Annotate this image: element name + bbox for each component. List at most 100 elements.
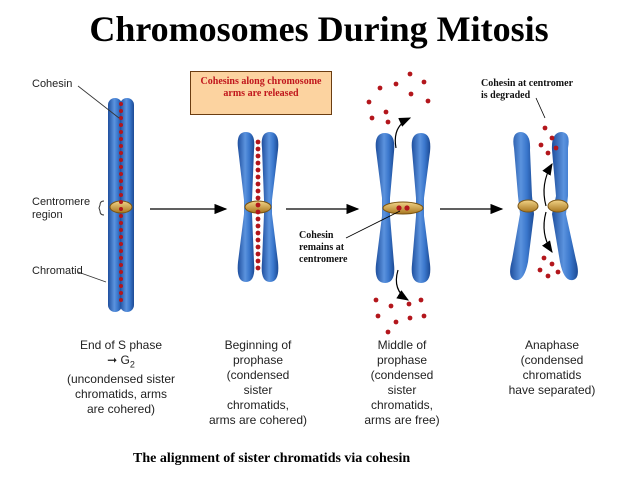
chromosome-anaphase bbox=[510, 132, 578, 281]
chromosome-mid-prophase bbox=[375, 133, 431, 283]
stage-line: prophase bbox=[232, 353, 284, 367]
cohesin-dot bbox=[119, 200, 123, 204]
stage-line: Beginning of bbox=[224, 338, 292, 352]
chromatid-leader bbox=[77, 271, 107, 283]
stage-line: chromatids, bbox=[226, 398, 290, 412]
stage-line: Middle of bbox=[377, 338, 427, 352]
cohesin-dot bbox=[255, 237, 261, 243]
cohesin-label: Cohesin bbox=[32, 78, 73, 90]
cohesin-dot bbox=[393, 81, 399, 87]
stage-label-mid-prophase: Middle of prophase (condensed sister chr… bbox=[342, 338, 462, 428]
stage-line: are cohered) bbox=[86, 402, 156, 417]
cohesin-dot bbox=[255, 167, 261, 173]
cohesin-dot bbox=[255, 139, 261, 145]
cohesin-dot bbox=[393, 319, 399, 325]
cohesin-dot bbox=[385, 329, 391, 335]
figure-caption: The alignment of sister chromatids via c… bbox=[133, 451, 411, 466]
stage-line: sister bbox=[387, 383, 417, 397]
cohesin-dot bbox=[255, 265, 261, 271]
centromere-label-line2: region bbox=[32, 209, 63, 221]
cohesin-dot bbox=[119, 256, 123, 260]
cohesin-dot bbox=[119, 193, 123, 197]
cohesin-dot bbox=[255, 195, 261, 201]
cohesin-dot bbox=[119, 165, 123, 169]
stage-line: arms are cohered) bbox=[208, 413, 308, 427]
stage-line: chromatids bbox=[522, 368, 582, 382]
cohesin-dot bbox=[369, 115, 375, 121]
cohesin-dot bbox=[407, 71, 413, 77]
cohesin-dot bbox=[421, 79, 427, 85]
cohesin-dot bbox=[119, 102, 123, 106]
stage-label-early-prophase: Beginning of prophase (condensed sister … bbox=[196, 338, 320, 428]
cohesin-dot bbox=[119, 137, 123, 141]
cohesin-dot bbox=[396, 205, 402, 211]
cohesin-dot bbox=[119, 130, 123, 134]
cohesin-dot bbox=[542, 125, 548, 131]
centromere-right bbox=[547, 199, 569, 213]
cohesin-dot bbox=[119, 186, 123, 190]
cohesin-dot bbox=[255, 230, 261, 236]
cohesin-dot bbox=[255, 244, 261, 250]
page-title: Chromosomes During Mitosis bbox=[89, 9, 549, 49]
cohesin-dot bbox=[119, 242, 123, 246]
cohesin-dot bbox=[255, 146, 261, 152]
cohesin-dot bbox=[541, 255, 547, 261]
cohesin-dot bbox=[553, 145, 559, 151]
remains-line3: centromere bbox=[299, 254, 348, 265]
cohesin-dot bbox=[255, 223, 261, 229]
cohesin-dot bbox=[421, 313, 427, 319]
centromer-degraded-line1: Cohesin at centromer bbox=[481, 78, 574, 89]
stage-line-g2: ➞ G2 bbox=[107, 353, 135, 370]
centromer-degraded-line2: is degraded bbox=[481, 90, 531, 101]
cohesin-dot bbox=[538, 142, 544, 148]
g2-arrow-icon: ➞ bbox=[107, 353, 121, 367]
cohesin-dot bbox=[119, 109, 123, 113]
centromer-degraded-leader bbox=[535, 97, 546, 119]
cohesin-leader bbox=[77, 85, 120, 119]
cohesin-dot bbox=[383, 109, 389, 115]
stage-line: arms are free) bbox=[364, 413, 440, 427]
arms-released-line2: arms are released bbox=[223, 88, 299, 99]
stage-line: (condensed bbox=[370, 368, 434, 382]
cohesin-dot bbox=[408, 91, 414, 97]
cohesin-dot bbox=[119, 249, 123, 253]
cohesin-dot bbox=[119, 179, 123, 183]
cohesin-dots-early-prophase bbox=[255, 139, 261, 271]
cohesin-dot bbox=[119, 291, 123, 295]
remains-line2: remains at bbox=[299, 242, 345, 253]
cohesin-dots-mid-prophase bbox=[396, 205, 410, 211]
chromatid-label: Chromatid bbox=[32, 265, 83, 277]
cohesin-dot bbox=[119, 214, 123, 218]
stage-line: Anaphase bbox=[524, 338, 580, 352]
cohesin-dot bbox=[119, 277, 123, 281]
released-cohesin-dots bbox=[366, 71, 561, 335]
remains-line1: Cohesin bbox=[299, 230, 334, 241]
cohesin-dot bbox=[119, 144, 123, 148]
remains-leader bbox=[345, 210, 401, 239]
cohesin-dot bbox=[119, 207, 123, 211]
cohesin-dot bbox=[255, 174, 261, 180]
cohesin-dot bbox=[119, 123, 123, 127]
cohesin-dot bbox=[549, 261, 555, 267]
cohesin-dot bbox=[119, 151, 123, 155]
cohesin-dot bbox=[377, 85, 383, 91]
cohesin-dot bbox=[385, 119, 391, 125]
cohesin-dot bbox=[404, 205, 410, 211]
cohesin-dot bbox=[119, 116, 123, 120]
arms-released-line1: Cohesins along chromosome bbox=[200, 76, 322, 87]
cohesin-dot bbox=[255, 202, 261, 208]
cohesin-dot bbox=[255, 216, 261, 222]
chromosome-s-phase bbox=[108, 98, 134, 312]
cohesin-dot bbox=[255, 209, 261, 215]
cohesin-dots-s-phase bbox=[119, 102, 123, 302]
cohesin-dot bbox=[119, 235, 123, 239]
stage-label-anaphase: Anaphase (condensed chromatids have sepa… bbox=[492, 338, 612, 398]
cohesin-dot bbox=[255, 181, 261, 187]
cohesin-dot bbox=[545, 273, 551, 279]
cohesin-dot bbox=[119, 221, 123, 225]
cohesin-dot bbox=[119, 263, 123, 267]
cohesin-dot bbox=[366, 99, 372, 105]
cohesin-dot bbox=[255, 188, 261, 194]
cohesin-dot bbox=[549, 135, 555, 141]
